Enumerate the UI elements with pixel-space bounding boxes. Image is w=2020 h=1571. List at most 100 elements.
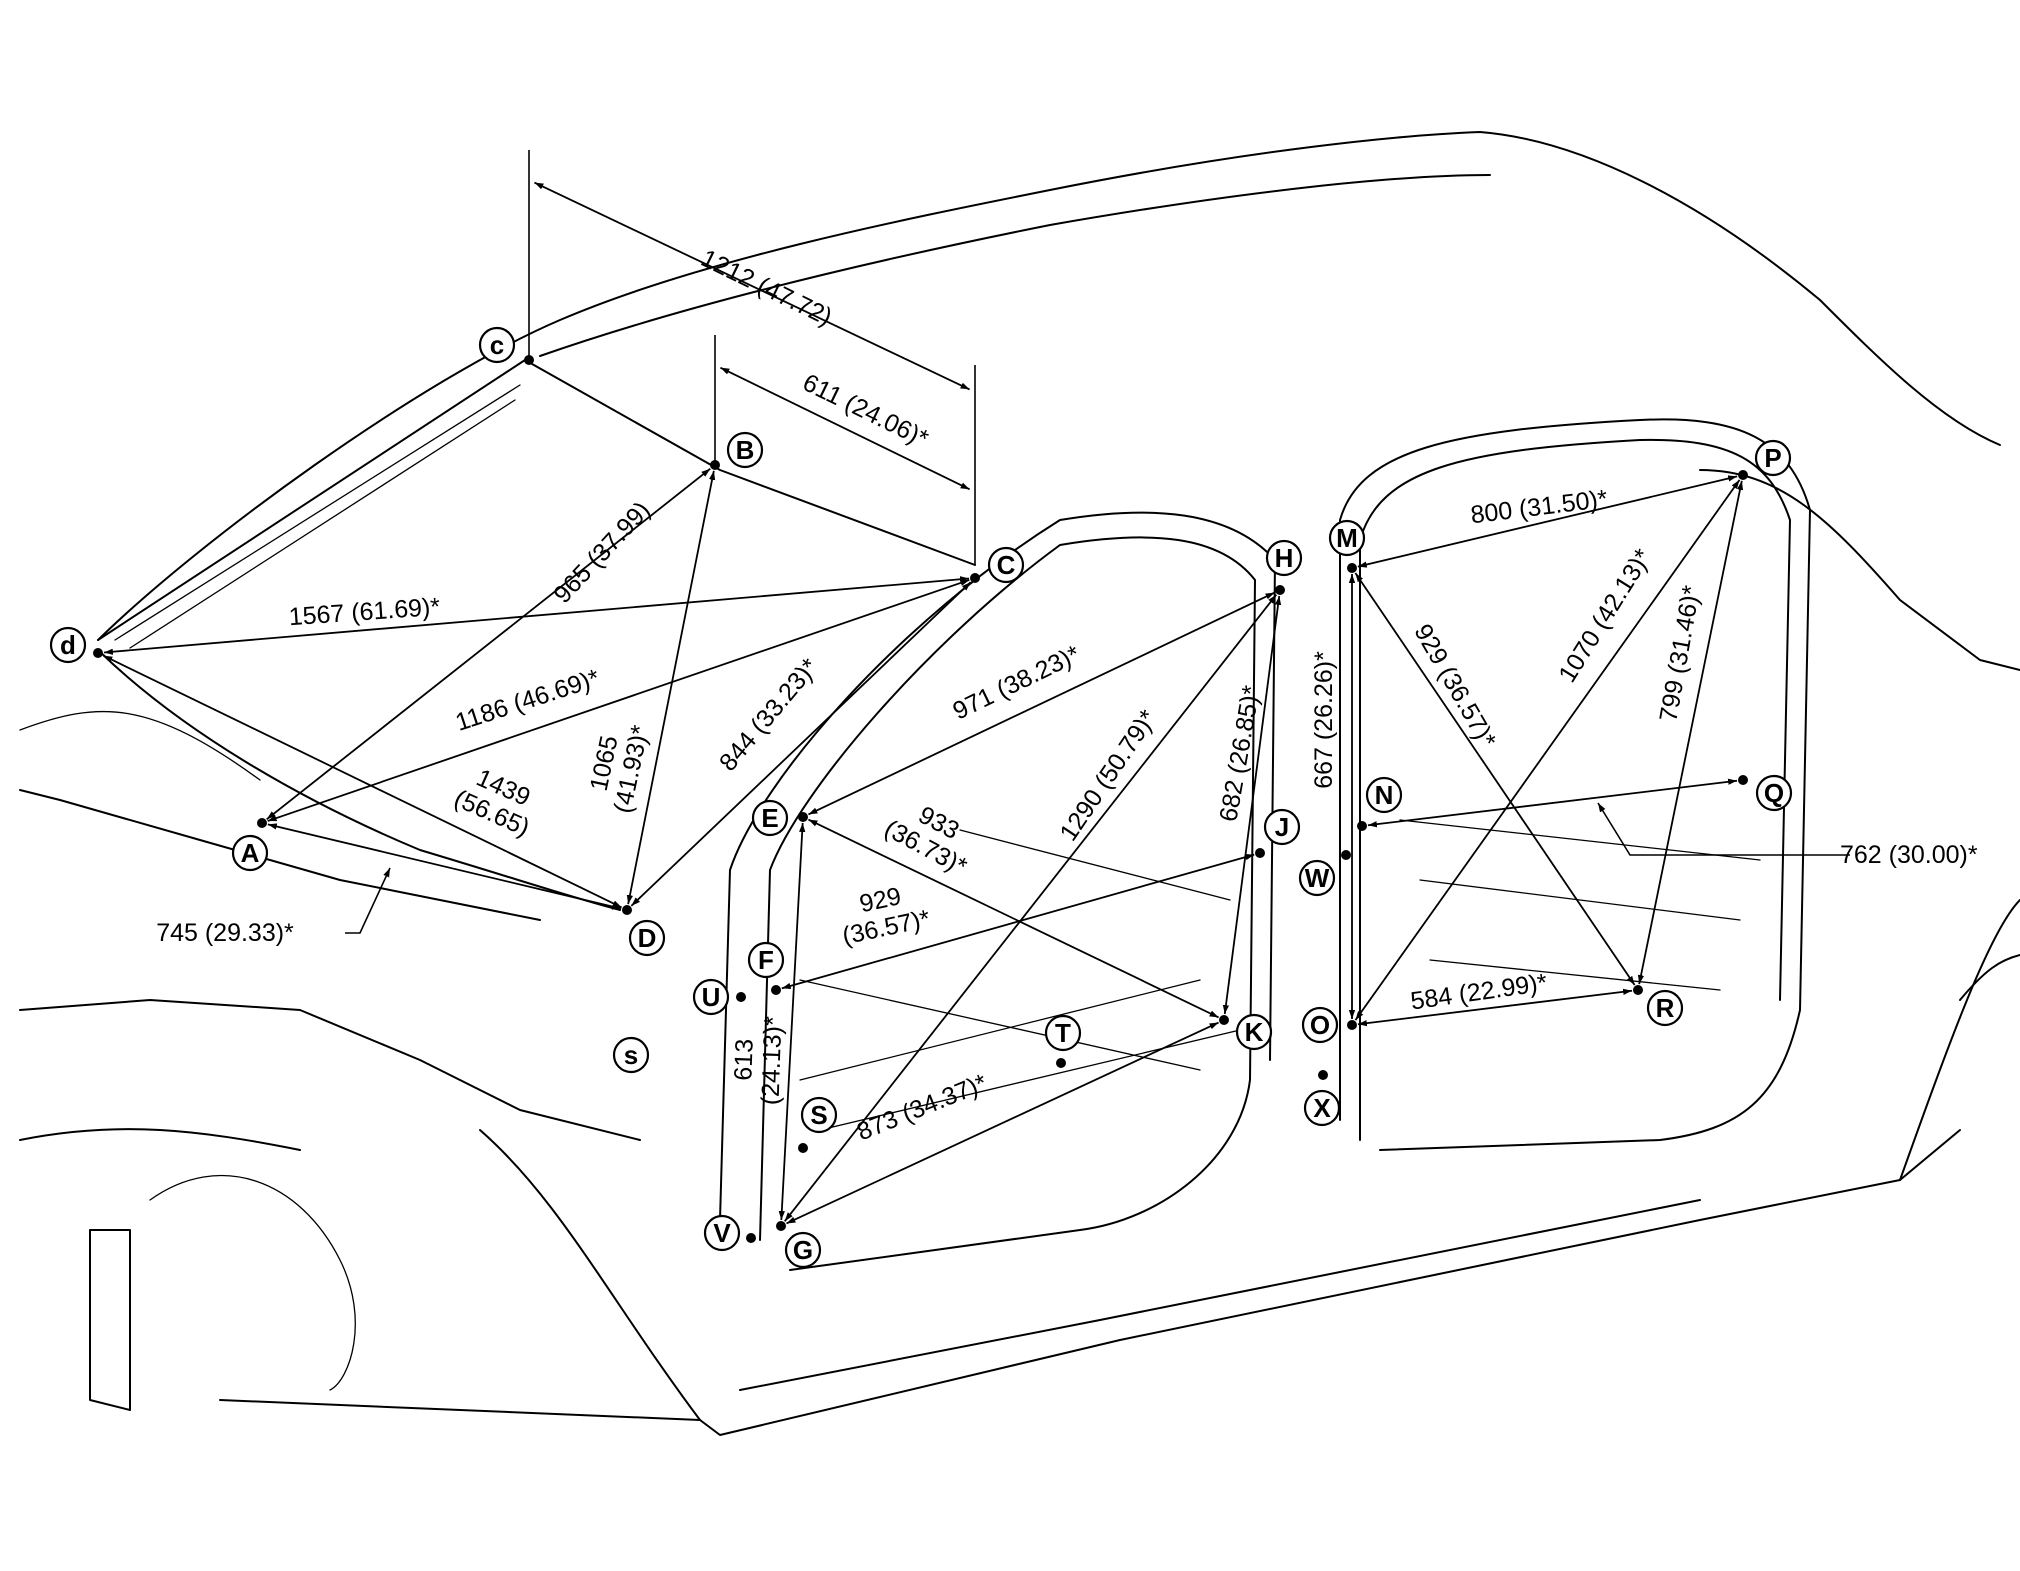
dot-B: [710, 460, 720, 470]
svg-text:T: T: [1055, 1018, 1071, 1048]
dim-label-B-C: 611 (24.06)*: [798, 368, 933, 453]
point-dots: [93, 355, 1748, 1243]
dot-J: [1255, 848, 1265, 858]
dot-H: [1275, 585, 1285, 595]
dim-line-B-C: [719, 366, 971, 491]
svg-text:H: H: [1275, 543, 1294, 573]
marker-H: H: [1265, 539, 1303, 577]
dot-U: [736, 992, 746, 1002]
marker-N: N: [1365, 776, 1403, 814]
dim-label-A-D: 745 (29.33)*: [156, 919, 294, 947]
point-markers: c B C d A D E F G H J K M N O P Q R S s …: [49, 326, 1793, 1269]
svg-text:J: J: [1275, 812, 1289, 842]
svg-text:F: F: [758, 945, 774, 975]
dot-d: [93, 648, 103, 658]
dot-X: [1318, 1070, 1328, 1080]
dot-O: [1347, 1020, 1357, 1030]
marker-J: J: [1263, 808, 1301, 846]
dim-label-M-R: 929 (36.57)*: [1408, 619, 1501, 752]
dim-line-A-D: [267, 823, 622, 910]
svg-text:O: O: [1310, 1010, 1330, 1040]
dim-line-E-H: [808, 591, 1275, 816]
svg-text:X: X: [1313, 1093, 1331, 1123]
dot-S: [798, 1143, 808, 1153]
marker-X: X: [1303, 1089, 1341, 1127]
dimension-labels: 1212 (47.72) 611 (24.06)* 965 (37.99) 15…: [156, 244, 1978, 1146]
marker-V: V: [703, 1214, 741, 1252]
dim-label-d-D: 1439(56.65): [450, 759, 545, 842]
dim-label-N-Q: 762 (30.00)*: [1840, 841, 1978, 869]
svg-text:G: G: [793, 1235, 813, 1265]
svg-text:N: N: [1375, 780, 1394, 810]
dim-line-d-C: [103, 576, 970, 655]
dot-c: [524, 355, 534, 365]
marker-c: c: [478, 326, 516, 364]
dim-line-E-G: [778, 822, 806, 1221]
dot-M: [1347, 563, 1357, 573]
dot-T: [1056, 1058, 1066, 1068]
marker-O: O: [1301, 1006, 1339, 1044]
dim-label-E-G: 613(24.13)*: [728, 1015, 787, 1106]
svg-text:C: C: [997, 550, 1016, 580]
svg-text:d: d: [60, 630, 76, 660]
marker-F: F: [747, 941, 785, 979]
dot-E: [798, 812, 808, 822]
dim-line-M-P: [1357, 475, 1738, 568]
marker-S: S: [800, 1096, 838, 1134]
dot-W: [1341, 850, 1351, 860]
marker-C: C: [987, 546, 1025, 584]
dim-label-G-H: 1290 (50.79)*: [1054, 705, 1162, 846]
svg-text:A: A: [241, 838, 260, 868]
marker-P: P: [1754, 439, 1792, 477]
svg-text:Q: Q: [1764, 778, 1784, 808]
dim-line-G-K: [786, 1021, 1219, 1225]
marker-G: G: [784, 1231, 822, 1269]
marker-T: T: [1044, 1014, 1082, 1052]
dot-R: [1633, 985, 1643, 995]
dim-label-B-D: 1065(41.93)*: [581, 717, 654, 816]
dot-V: [746, 1233, 756, 1243]
dot-D: [622, 905, 632, 915]
dim-label-M-O: 667 (26.26)*: [1310, 651, 1338, 789]
svg-text:E: E: [761, 803, 778, 833]
dim-line-O-P: [1354, 479, 1741, 1021]
dot-K: [1219, 1015, 1229, 1025]
dot-A: [257, 818, 267, 828]
marker-A: A: [231, 834, 269, 872]
dot-P: [1738, 470, 1748, 480]
svg-text:P: P: [1764, 443, 1781, 473]
dot-C: [970, 573, 980, 583]
svg-text:U: U: [702, 982, 721, 1012]
marker-d: d: [49, 626, 87, 664]
svg-text:R: R: [1656, 993, 1675, 1023]
dim-label-E-K: 933(36.73)*: [880, 790, 985, 881]
marker-B: B: [726, 431, 764, 469]
svg-text:S: S: [810, 1100, 827, 1130]
dot-G: [776, 1221, 786, 1231]
dim-line-O-R: [1357, 988, 1633, 1027]
dim-line-P-R: [1637, 480, 1744, 985]
marker-Q: Q: [1755, 774, 1793, 812]
dimension-lines: [103, 181, 1744, 1225]
svg-text:K: K: [1245, 1017, 1264, 1047]
dim-label-O-P: 1070 (42.13)*: [1553, 544, 1657, 688]
marker-E: E: [751, 799, 789, 837]
marker-s: s: [612, 1036, 650, 1074]
dim-label-c-C: 1212 (47.72): [697, 244, 837, 331]
dot-F: [771, 985, 781, 995]
dim-line-N-Q: [1367, 778, 1738, 828]
svg-text:D: D: [638, 923, 657, 953]
marker-K: K: [1235, 1013, 1273, 1051]
leader-lines: [345, 802, 1850, 934]
marker-M: M: [1328, 519, 1366, 557]
svg-text:s: s: [624, 1040, 638, 1070]
dim-label-C-D: 844 (33.23)*: [714, 653, 824, 777]
svg-text:B: B: [736, 435, 755, 465]
marker-R: R: [1646, 989, 1684, 1027]
dim-label-F-J: 929(36.57)*: [834, 877, 933, 950]
marker-D: D: [628, 919, 666, 957]
dim-label-E-H: 971 (38.23)*: [949, 640, 1085, 726]
dim-label-P-R: 799 (31.46)*: [1654, 583, 1706, 724]
dim-label-A-B: 965 (37.99): [548, 496, 656, 609]
dim-label-A-C: 1186 (46.69)*: [452, 664, 603, 737]
